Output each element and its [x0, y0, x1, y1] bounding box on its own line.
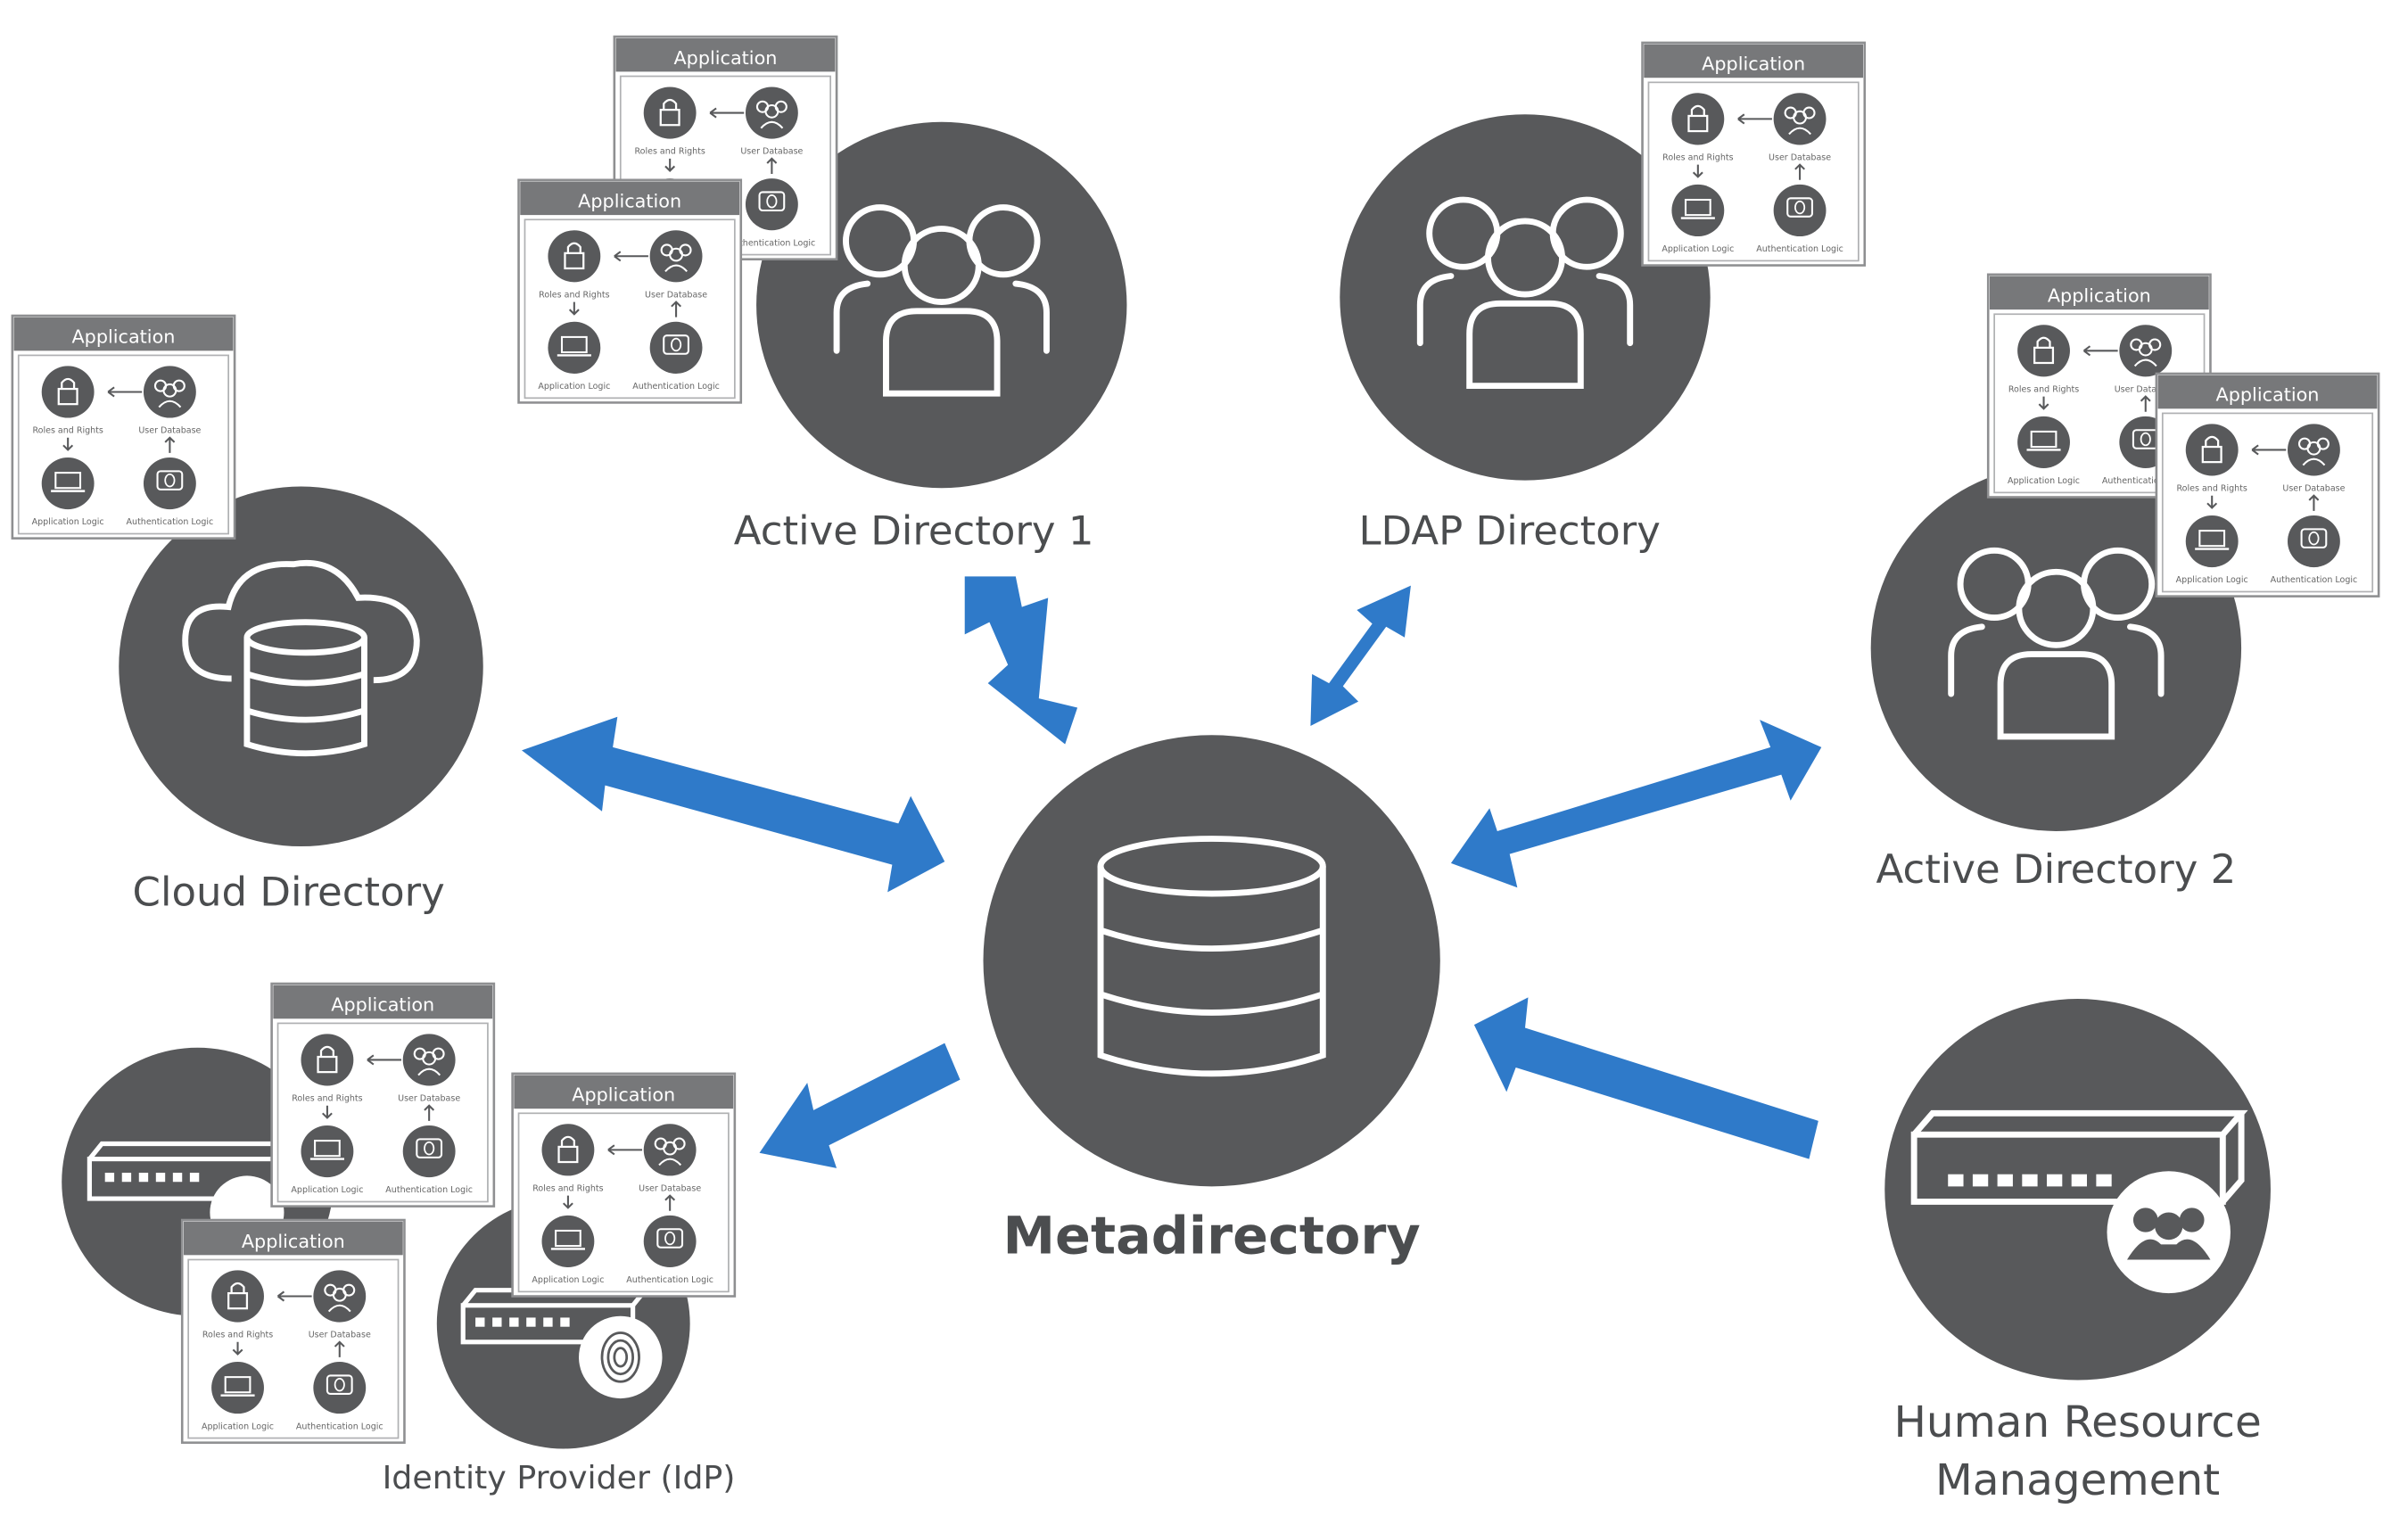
application-card: Application Roles and Rights User Databa…	[270, 982, 496, 1208]
svg-text:User Database: User Database	[398, 1094, 460, 1104]
svg-text:Application: Application	[331, 994, 434, 1016]
arrow-cloud-directory	[522, 716, 945, 893]
svg-text:User Database: User Database	[138, 426, 201, 436]
svg-text:Application Logic: Application Logic	[532, 1275, 604, 1285]
svg-text:Authentication Logic: Authentication Logic	[296, 1422, 383, 1431]
active-directory-2-label: Active Directory 2	[1876, 845, 2237, 893]
svg-text:User Database: User Database	[639, 1184, 701, 1194]
human-resource-label-line2: Management	[1935, 1455, 2220, 1505]
metadirectory-label: Metadirectory	[1003, 1206, 1421, 1266]
svg-text:Application Logic: Application Logic	[2176, 575, 2248, 585]
svg-text:Application Logic: Application Logic	[32, 517, 104, 527]
arrow-ldap-directory	[1310, 585, 1411, 726]
svg-text:Application Logic: Application Logic	[291, 1185, 363, 1195]
ldap-directory-label: LDAP Directory	[1358, 507, 1660, 555]
svg-text:Authentication Logic: Authentication Logic	[385, 1185, 473, 1195]
svg-text:Roles and Rights: Roles and Rights	[532, 1184, 603, 1194]
application-card: Application Roles and Rights User Databa…	[511, 1072, 737, 1298]
active-directory-2-node	[1870, 465, 2242, 831]
svg-text:User Database: User Database	[645, 290, 707, 300]
svg-text:Roles and Rights: Roles and Rights	[634, 147, 705, 157]
svg-text:Application: Application	[1702, 54, 1805, 75]
svg-text:Authentication Logic: Authentication Logic	[729, 238, 816, 248]
svg-text:Roles and Rights: Roles and Rights	[32, 426, 103, 436]
svg-text:Application: Application	[578, 191, 681, 212]
fingerprint-icon	[600, 1331, 640, 1383]
users-badge-icon	[2127, 1208, 2211, 1260]
svg-text:Application Logic: Application Logic	[1662, 244, 1734, 254]
cloud-directory-node	[119, 486, 483, 847]
arrow-active-directory-1	[964, 576, 1078, 745]
application-card: Application Roles and Rights User Databa…	[180, 1218, 406, 1444]
arrow-active-directory-2	[1450, 720, 1822, 888]
application-card: Application Roles and Rights User Databa…	[11, 314, 236, 540]
svg-text:Application: Application	[2216, 384, 2320, 406]
svg-text:User Database: User Database	[2282, 484, 2345, 494]
application-card: Application Roles and Rights User Databa…	[517, 178, 743, 404]
svg-text:Authentication Logic: Authentication Logic	[632, 382, 720, 392]
svg-text:Application: Application	[71, 326, 175, 348]
svg-text:Roles and Rights: Roles and Rights	[1662, 153, 1733, 163]
cloud-database-icon	[182, 560, 420, 757]
svg-text:Application: Application	[242, 1231, 345, 1252]
svg-text:Authentication Logic: Authentication Logic	[2102, 476, 2189, 486]
svg-text:Roles and Rights: Roles and Rights	[539, 290, 609, 300]
svg-text:Application: Application	[673, 47, 777, 69]
cloud-directory-label: Cloud Directory	[133, 869, 445, 916]
human-resource-node	[1884, 999, 2271, 1381]
svg-text:Roles and Rights: Roles and Rights	[2008, 385, 2079, 395]
human-resource-label-line1: Human Resource	[1893, 1397, 2261, 1447]
application-card: Application Roles and Rights User Databa…	[2155, 372, 2380, 598]
svg-text:Authentication Logic: Authentication Logic	[2271, 575, 2358, 585]
ldap-directory-node	[1340, 114, 1711, 481]
application-card: Application Roles and Rights User Databa…	[1986, 273, 2212, 499]
svg-text:Roles and Rights: Roles and Rights	[202, 1331, 273, 1340]
arrow-human-resource	[1473, 997, 1818, 1159]
svg-text:Roles and Rights: Roles and Rights	[292, 1094, 362, 1104]
svg-text:Application: Application	[2048, 285, 2151, 307]
svg-text:Roles and Rights: Roles and Rights	[2176, 484, 2247, 494]
metadirectory-node	[983, 735, 1440, 1187]
svg-text:Authentication Logic: Authentication Logic	[127, 517, 214, 527]
svg-text:Authentication Logic: Authentication Logic	[1756, 244, 1843, 254]
application-card: Application Roles and Rights User Databa…	[1641, 41, 1867, 267]
active-directory-1-node	[756, 121, 1127, 489]
svg-text:Application Logic: Application Logic	[538, 382, 610, 392]
identity-provider-label: Identity Provider (IdP)	[383, 1458, 736, 1496]
svg-text:Application Logic: Application Logic	[202, 1422, 274, 1431]
svg-text:Application Logic: Application Logic	[2008, 476, 2080, 486]
arrow-identity-provider	[759, 1043, 961, 1168]
svg-text:User Database: User Database	[1769, 153, 1831, 163]
svg-text:User Database: User Database	[2115, 385, 2177, 395]
svg-text:User Database: User Database	[740, 147, 803, 157]
svg-text:Authentication Logic: Authentication Logic	[626, 1275, 713, 1285]
active-directory-1-label: Active Directory 1	[734, 507, 1094, 555]
svg-text:User Database: User Database	[309, 1331, 371, 1340]
svg-text:Application: Application	[572, 1084, 675, 1106]
